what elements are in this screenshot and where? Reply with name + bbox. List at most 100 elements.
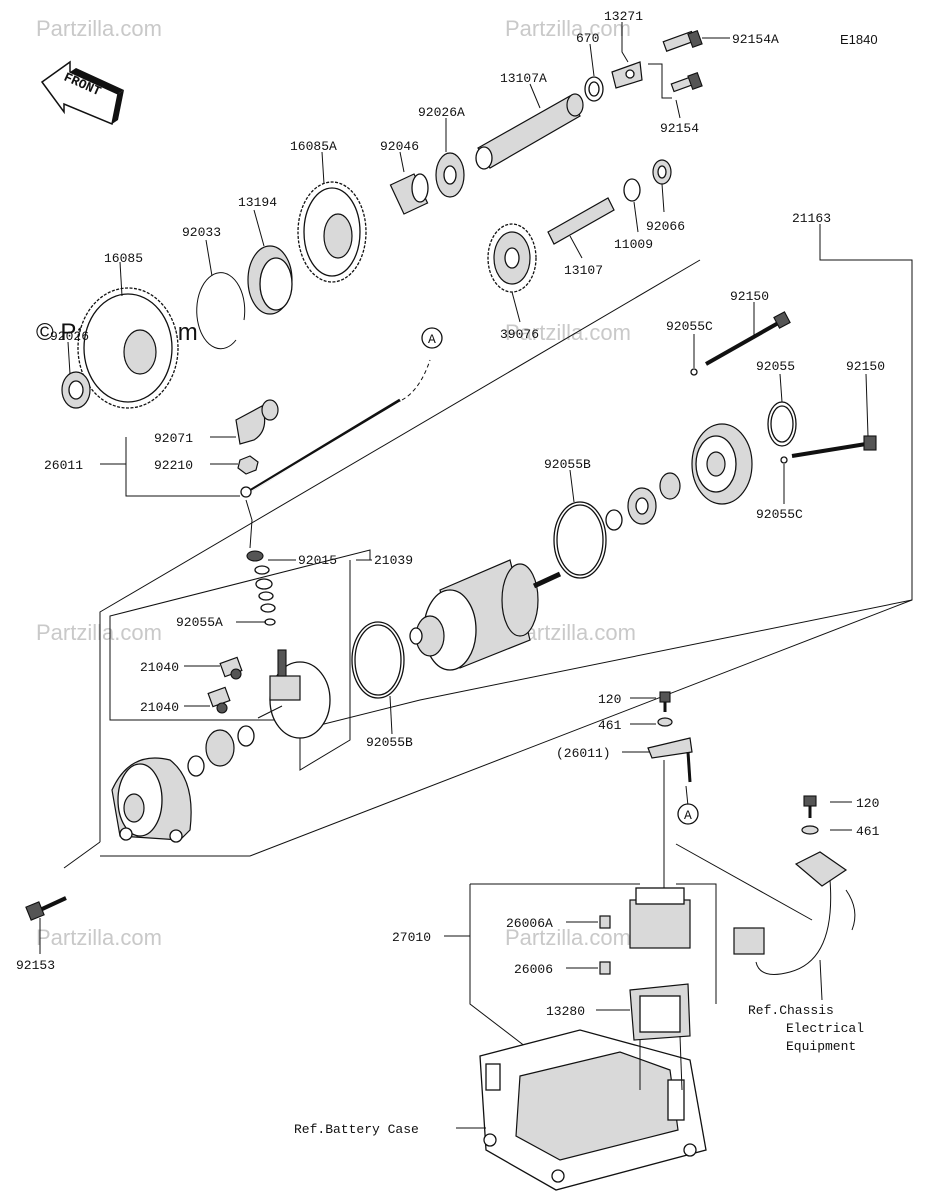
part-label: 92015 — [298, 553, 337, 568]
part-label: 92066 — [646, 219, 685, 234]
end-cover-rear[interactable] — [111, 757, 192, 843]
ref-label: Equipment — [786, 1039, 856, 1054]
part-label: (26011) — [556, 746, 611, 761]
watermark: Partzilla.com — [505, 925, 631, 950]
plate-13271[interactable] — [611, 61, 643, 89]
watermark: Partzilla.com — [505, 320, 631, 345]
part-label: 16085 — [104, 251, 143, 266]
part-label: 13107 — [564, 263, 603, 278]
washer-461-upper[interactable] — [657, 717, 673, 727]
washer-11009[interactable] — [623, 178, 641, 202]
o-ring-92055B-upper[interactable] — [553, 501, 607, 579]
part-label: 92071 — [154, 431, 193, 446]
ref-label: Electrical — [786, 1021, 864, 1036]
spacer-92026[interactable] — [61, 371, 91, 409]
o-ring-92055C-lower[interactable] — [780, 456, 788, 464]
relay-case-13280[interactable] — [629, 983, 691, 1041]
part-label: 120 — [598, 692, 621, 707]
circlip-92033[interactable] — [196, 272, 246, 350]
connector-chassis[interactable] — [733, 851, 856, 975]
part-label: 21163 — [792, 211, 831, 226]
watermark: Partzilla.com — [505, 16, 631, 41]
bolt-92154[interactable] — [670, 72, 703, 93]
fuse-26006A[interactable] — [599, 915, 611, 929]
ref-label: Ref.Chassis — [748, 1003, 834, 1018]
bolt-92154A[interactable] — [662, 30, 703, 52]
part-label: 92055B — [544, 457, 591, 472]
battery-case — [479, 1029, 707, 1191]
washer-461-lower[interactable] — [801, 825, 819, 835]
part-label: 92150 — [846, 359, 885, 374]
motor-21039-outline — [109, 549, 371, 771]
boot-92071[interactable] — [235, 399, 279, 445]
bearing-92046[interactable] — [389, 173, 429, 215]
part-label: 92055 — [756, 359, 795, 374]
part-label: 461 — [856, 824, 880, 839]
reference-a-label: A — [684, 808, 692, 823]
part-label: 13271 — [604, 9, 643, 24]
part-label: 16085A — [290, 139, 337, 154]
gear-16085[interactable] — [77, 287, 179, 409]
part-label: 21040 — [140, 700, 179, 715]
cable-26011[interactable] — [240, 359, 431, 549]
leader-lines — [39, 22, 869, 1129]
watermark: Partzilla.com — [36, 925, 162, 950]
part-label: 670 — [576, 31, 599, 46]
bearing-rear[interactable] — [187, 725, 255, 777]
part-label: 120 — [856, 796, 879, 811]
o-ring-92055[interactable] — [767, 401, 797, 447]
gear-39076[interactable] — [487, 223, 537, 293]
brush-holder[interactable] — [257, 649, 331, 739]
part-label: 92055B — [366, 735, 413, 750]
front-arrow-icon: FRONT — [40, 60, 124, 126]
part-label: 92153 — [16, 958, 55, 973]
washer-front[interactable] — [605, 509, 623, 531]
part-label: 13194 — [238, 195, 277, 210]
relay-body[interactable] — [629, 887, 691, 949]
clutch-13194[interactable] — [247, 245, 293, 315]
reference-a-label: A — [428, 332, 436, 347]
part-label: 92046 — [380, 139, 419, 154]
armature[interactable] — [409, 559, 562, 671]
part-label: 13280 — [546, 1004, 585, 1019]
ref-label: Ref.Battery Case — [294, 1122, 419, 1137]
part-label: 92154 — [660, 121, 699, 136]
shaft-13107[interactable] — [547, 197, 615, 245]
bracket-26011[interactable] — [647, 737, 693, 783]
bolt-92150-lower[interactable] — [791, 435, 877, 458]
nut-92066[interactable] — [652, 159, 672, 185]
shaft-13107A[interactable] — [475, 93, 584, 170]
part-label: 27010 — [392, 930, 431, 945]
part-label: 92026A — [418, 105, 465, 120]
o-ring-92055C-upper[interactable] — [690, 368, 698, 376]
part-label: 26006 — [514, 962, 553, 977]
part-labels: 13271 670 92154A 13107A 92154 92026A 160… — [16, 9, 885, 1137]
seal-front[interactable] — [659, 472, 681, 500]
end-cover-front[interactable] — [691, 423, 753, 505]
part-label: 26006A — [506, 916, 553, 931]
reference-a-lower: A — [677, 803, 699, 825]
terminal-washers[interactable] — [246, 550, 276, 626]
nut-92210[interactable] — [237, 455, 259, 475]
bolt-120-upper[interactable] — [659, 691, 671, 712]
brush-21040-upper[interactable] — [219, 656, 243, 680]
part-label: 21040 — [140, 660, 179, 675]
gear-92026A[interactable] — [435, 152, 465, 198]
part-label: 39076 — [500, 327, 539, 342]
part-label: 13107A — [500, 71, 547, 86]
diagram-code: E1840 — [840, 32, 878, 47]
bolt-120-lower[interactable] — [803, 795, 817, 818]
gear-16085A[interactable] — [297, 181, 367, 283]
bearing-front[interactable] — [627, 487, 657, 525]
bolt-92153[interactable] — [25, 896, 67, 921]
o-ring-92055B-lower[interactable] — [351, 621, 405, 699]
washer-670[interactable] — [584, 76, 604, 102]
brush-21040-lower[interactable] — [207, 686, 231, 714]
watermark: Partzilla.com — [36, 16, 162, 41]
part-label: 92055C — [666, 319, 713, 334]
starter-motor-21163-outline — [63, 232, 913, 869]
part-label: 92026 — [50, 329, 89, 344]
bolt-92150-upper[interactable] — [705, 311, 791, 366]
fuse-26006[interactable] — [599, 961, 611, 975]
